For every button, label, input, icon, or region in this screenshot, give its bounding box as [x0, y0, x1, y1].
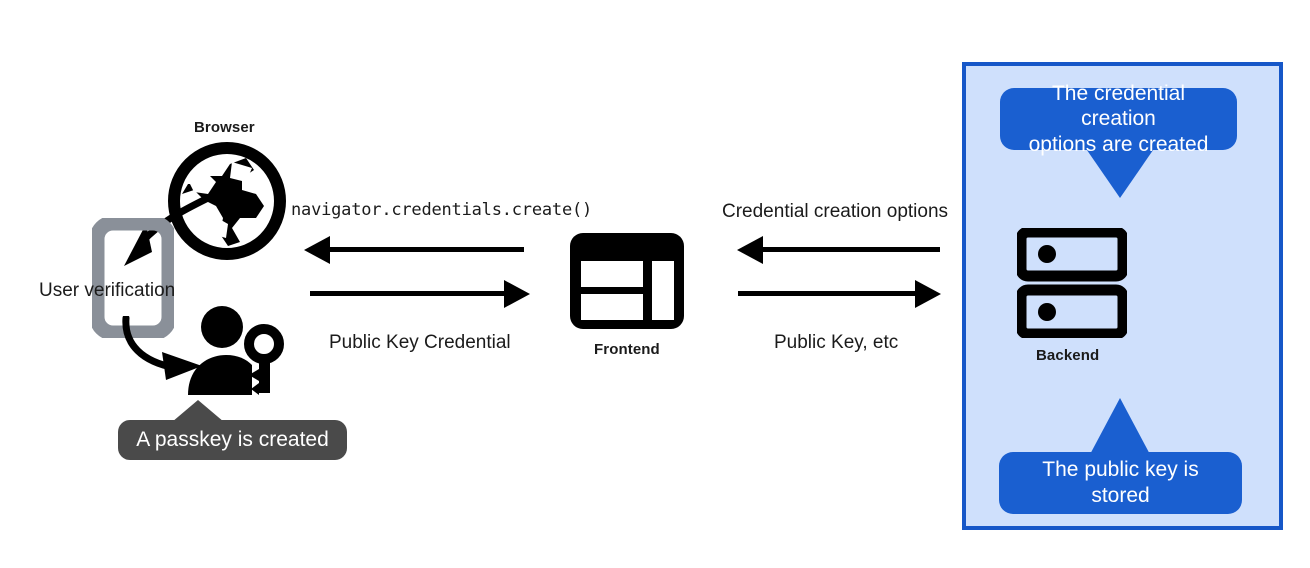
- browser-window-layout-icon: [568, 231, 686, 331]
- backend-bottom-callout-tail: [1087, 398, 1153, 460]
- backend-top-callout-text: The credential creation options are crea…: [1012, 81, 1225, 158]
- public-key-etc-label: Public Key, etc: [774, 332, 899, 353]
- browser-frontend-outbound-arrow-shaft: [310, 291, 504, 296]
- callout-line: The public key is: [1042, 458, 1199, 482]
- frontend-backend-outbound-arrow-head: [915, 280, 941, 308]
- browser-frontend-inbound-arrow-head: [304, 236, 330, 264]
- browser-frontend-outbound-arrow-head: [504, 280, 530, 308]
- frontend-backend-outbound-arrow-shaft: [738, 291, 915, 296]
- server-stack-icon: [1015, 226, 1129, 340]
- backend-top-callout: The credential creation options are crea…: [1000, 82, 1237, 156]
- frontend-backend-inbound-arrow-shaft: [763, 247, 940, 252]
- backend-bottom-callout-text: The public key is stored: [1042, 457, 1198, 508]
- browser-frontend-inbound-arrow-shaft: [330, 247, 524, 252]
- callout-line: stored: [1091, 484, 1150, 507]
- globe-icon: [168, 142, 286, 260]
- callout-line: The credential creation: [1051, 81, 1186, 131]
- navigator-create-label: navigator.credentials.create(): [291, 200, 593, 220]
- credential-creation-options-label: Credential creation options: [722, 201, 949, 222]
- backend-label: Backend: [1036, 347, 1100, 364]
- backend-bottom-callout: The public key is stored: [999, 452, 1242, 514]
- user-with-key-icon: [186, 305, 290, 397]
- public-key-credential-label: Public Key Credential: [329, 332, 511, 353]
- device-to-user-arrow: [118, 314, 228, 394]
- browser-to-device-arrow: [100, 190, 220, 280]
- browser-label: Browser: [194, 119, 255, 136]
- passkey-tooltip-tail: [172, 400, 224, 422]
- frontend-backend-inbound-arrow-head: [737, 236, 763, 264]
- frontend-label: Frontend: [594, 341, 660, 358]
- callout-line: options are created: [1028, 132, 1209, 156]
- user-verification-label: User verification: [39, 280, 176, 301]
- passkey-tooltip: A passkey is created: [118, 420, 347, 460]
